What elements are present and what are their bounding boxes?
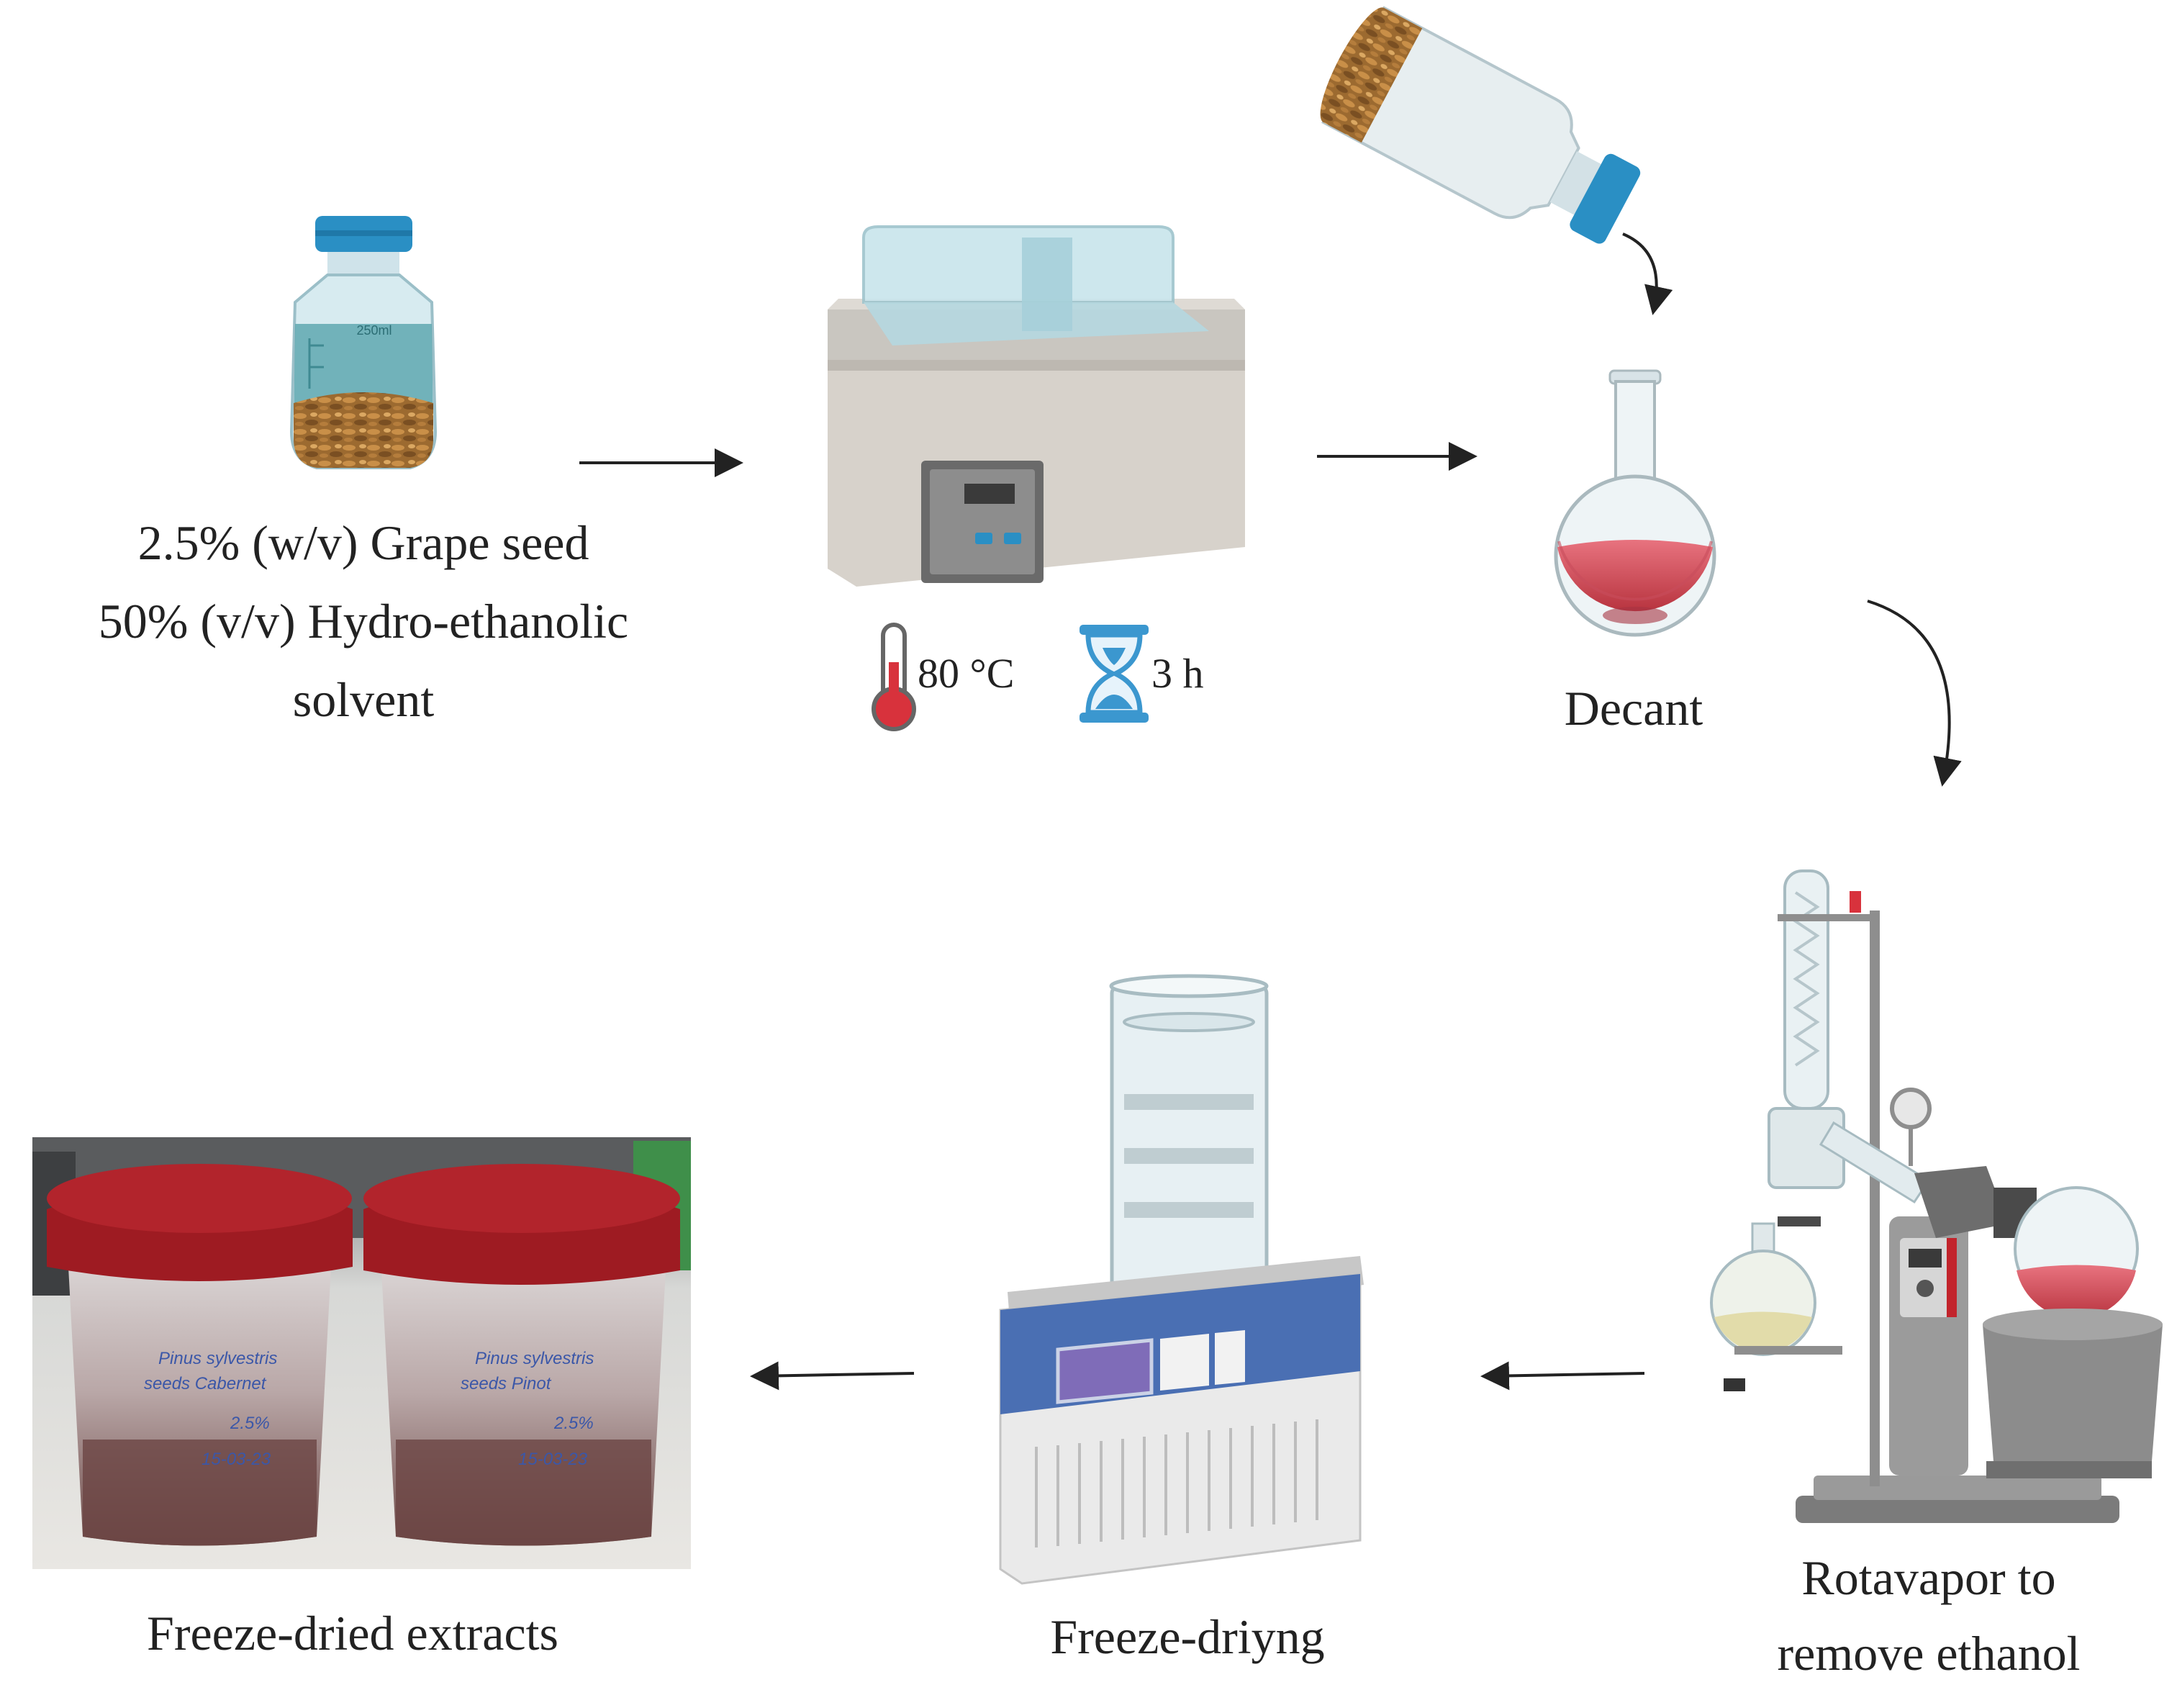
arrow-freeze-dryer-to-extracts (750, 1361, 915, 1391)
seed-bottle-icon: 250ml (289, 216, 438, 469)
freeze-drying-label: Freeze-driyng (1050, 1609, 1325, 1664)
jar1-label-line1: Pinus sylvestris (158, 1349, 277, 1368)
arrow-flask-to-rotavapor (1867, 600, 1962, 787)
seed-label-line2: 50% (v/v) Hydro-ethanolic (98, 593, 629, 649)
rotavapor-icon (1710, 869, 2163, 1523)
extracts-photo: Pinus sylvestris seeds Cabernet 2.5% 15-… (32, 1137, 691, 1569)
thermometer-icon (872, 623, 916, 731)
seed-label-line3: solvent (292, 672, 435, 727)
temperature-label: 80 °C (918, 650, 1015, 697)
arrow-rotavapor-to-freeze-dryer (1480, 1361, 1645, 1391)
jar2-label-line2: seeds Pinot (461, 1374, 552, 1393)
water-bath-icon (828, 225, 1245, 587)
bottle-volume-label: 250ml (356, 323, 392, 338)
seed-solvent-label: 2.5% (w/v) Grape seed 50% (v/v) Hydro-et… (43, 504, 684, 738)
freeze-dryer-icon (999, 974, 1364, 1585)
jar1-label-line4: 15-03-23 (202, 1450, 271, 1469)
hourglass-icon (1080, 625, 1149, 723)
decant-label: Decant (1564, 681, 1703, 736)
flask-icon (1554, 369, 1716, 637)
jar2-label-line4: 15-03-23 (518, 1450, 588, 1469)
jar1-label-line3: 2.5% (230, 1414, 270, 1433)
rotavapor-label: Rotavapor to remove ethanol (1727, 1540, 2130, 1692)
jar2-label-line3: 2.5% (553, 1414, 594, 1433)
pouring-bottle-icon (1320, 6, 1641, 244)
rotavapor-label-line1: Rotavapor to (1801, 1550, 2056, 1605)
extracts-label: Freeze-dried extracts (147, 1606, 558, 1660)
extract-jar-1: Pinus sylvestris seeds Cabernet 2.5% 15-… (47, 1164, 353, 1546)
extract-jar-2: Pinus sylvestris seeds Pinot 2.5% 15-03-… (363, 1164, 680, 1546)
jar2-label-line1: Pinus sylvestris (475, 1349, 594, 1368)
jar1-label-line2: seeds Cabernet (144, 1374, 267, 1393)
arrow-pour-to-flask (1622, 232, 1673, 315)
time-label: 3 h (1151, 650, 1204, 697)
rotavapor-label-line2: remove ethanol (1777, 1626, 2081, 1681)
seed-label-line1: 2.5% (w/v) Grape seed (137, 515, 589, 570)
